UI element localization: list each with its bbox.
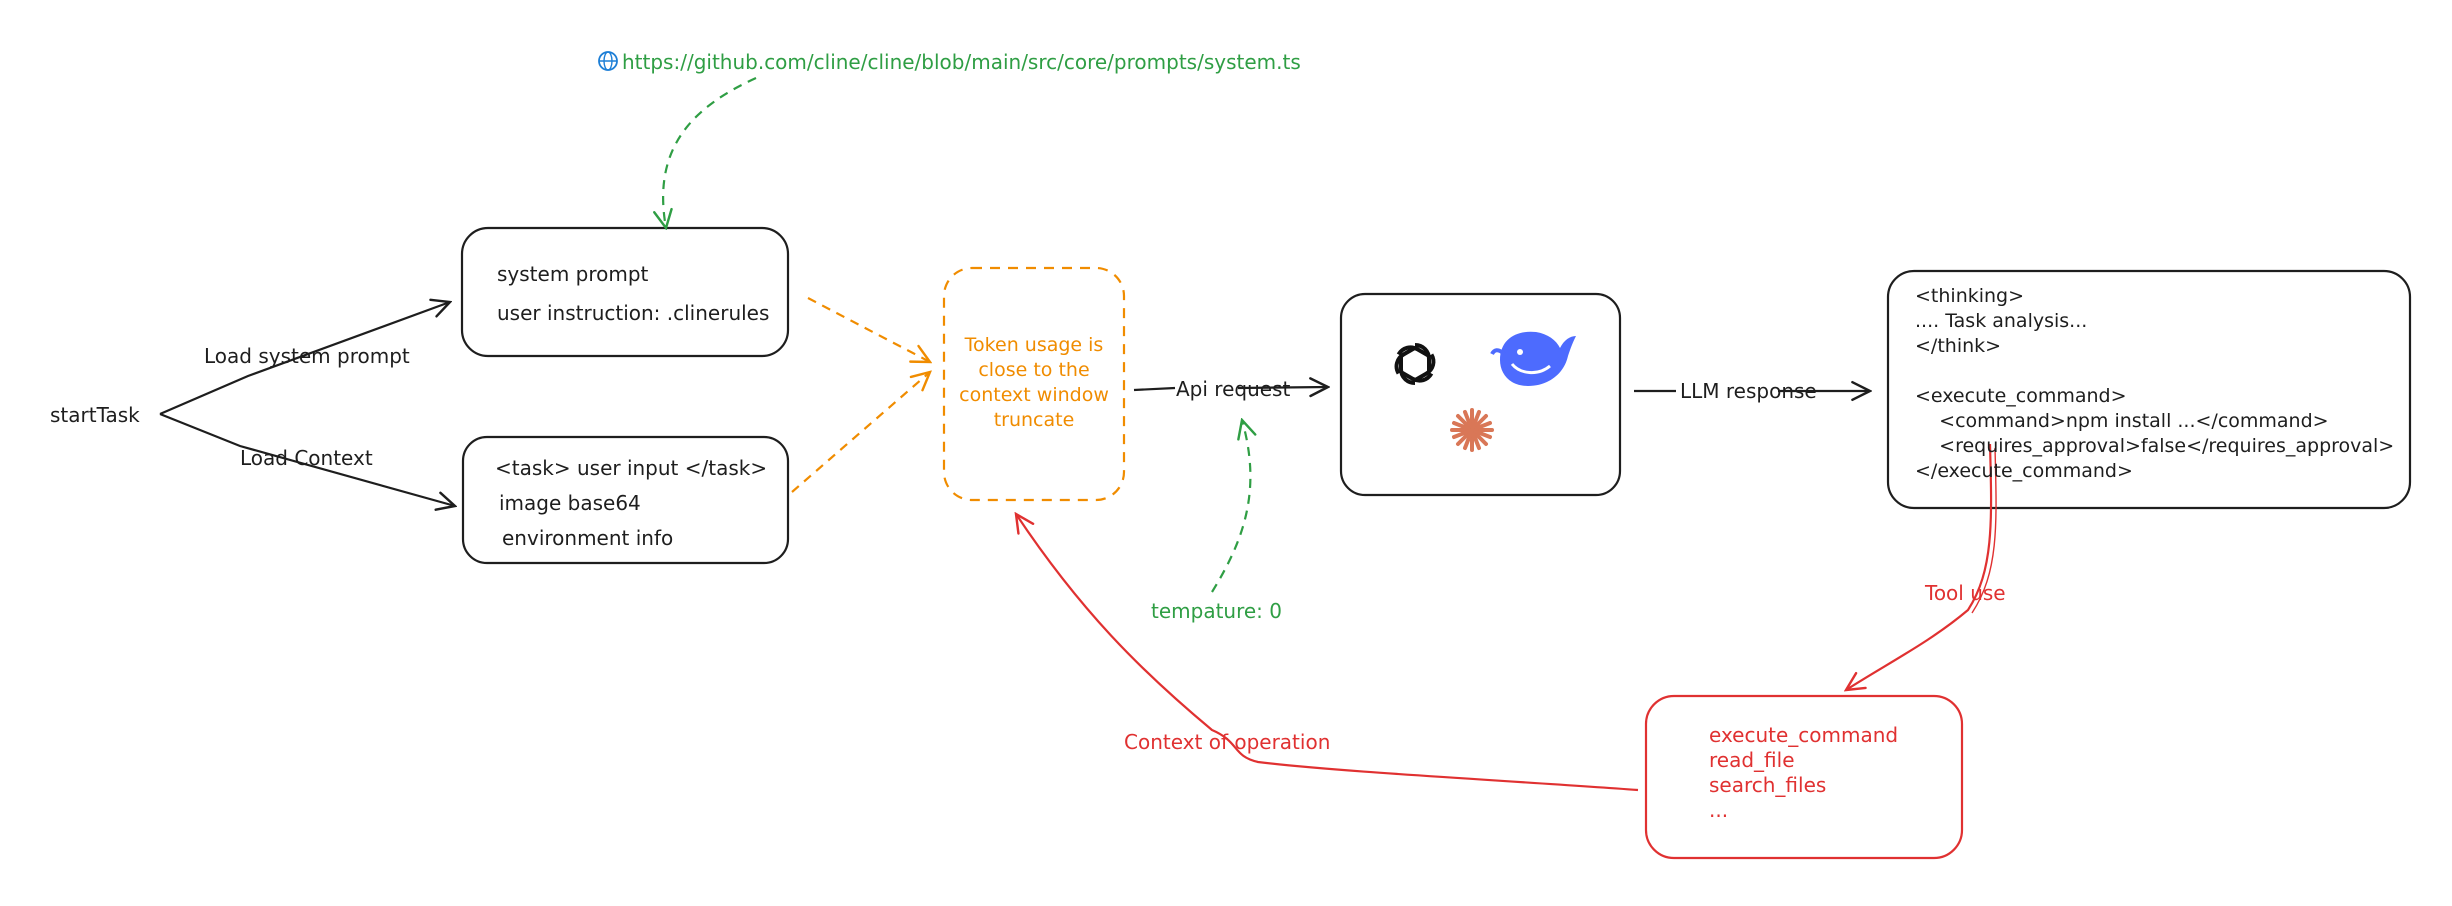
llm-providers-box	[1339, 292, 1622, 497]
task-input-line: <task> user input </task>	[495, 456, 768, 480]
arrow-context-of-operation	[1016, 514, 1639, 792]
tool-search-files: search_files	[1709, 773, 1827, 797]
system-prompt-line: system prompt	[497, 262, 649, 286]
load-context-label: Load Context	[240, 446, 373, 470]
token-usage-box	[942, 266, 1126, 502]
arrow-load-system-prompt	[159, 302, 450, 416]
llm-response-label: LLM response	[1680, 379, 1817, 403]
system-prompt-box	[460, 226, 790, 358]
user-instruction-line: user instruction: .clinerules	[497, 301, 770, 325]
response-line-2: .... Task analysis...	[1915, 310, 2088, 332]
response-line-3: </think>	[1915, 335, 2002, 357]
arrow-context-to-token	[791, 372, 930, 493]
token-line-1: Token usage is	[964, 334, 1104, 356]
tool-execute-command: execute_command	[1709, 723, 1899, 747]
context-of-operation-label: Context of operation	[1124, 730, 1331, 754]
response-line-1: <thinking>	[1915, 285, 2025, 307]
response-line-8: </execute_command>	[1915, 460, 2133, 482]
temperature-label: tempature: 0	[1151, 599, 1283, 623]
deepseek-whale-icon	[1490, 331, 1576, 386]
source-url-link[interactable]: https://github.com/cline/cline/blob/main…	[622, 50, 1301, 74]
tool-use-label: Tool use	[1925, 581, 2006, 605]
context-box	[461, 435, 790, 565]
arrow-tool-use	[1846, 443, 1993, 690]
arrow-temperature	[1211, 420, 1250, 593]
arrow-url-to-system-prompt	[663, 76, 757, 228]
openai-icon	[1394, 343, 1436, 385]
tool-more: ...	[1709, 798, 1729, 822]
globe-icon	[598, 51, 618, 71]
token-line-4: truncate	[993, 409, 1075, 431]
arrow-load-context	[159, 412, 455, 506]
claude-icon	[1450, 408, 1494, 452]
tools-box	[1644, 694, 1964, 860]
token-line-2: close to the	[978, 359, 1090, 381]
arrow-tool-use-double	[1971, 447, 1997, 614]
response-line-7: <requires_approval>false</requires_appro…	[1915, 435, 2395, 457]
response-line-6: <command>npm install ...</command>	[1915, 410, 2329, 432]
response-line-5: <execute_command>	[1915, 385, 2127, 407]
tool-read-file: read_file	[1709, 748, 1795, 772]
llm-response-box	[1886, 269, 2412, 510]
start-task-label: startTask	[50, 403, 140, 427]
api-request-label: Api request	[1176, 377, 1291, 401]
image-base64-line: image base64	[499, 491, 641, 515]
arrow-system-to-token	[807, 297, 930, 362]
load-system-prompt-label: Load system prompt	[204, 344, 410, 368]
arrow-api-request	[1133, 386, 1176, 392]
environment-info-line: environment info	[502, 526, 674, 550]
arrow-api-request-head	[1237, 387, 1328, 388]
token-line-3: context window	[959, 384, 1109, 406]
